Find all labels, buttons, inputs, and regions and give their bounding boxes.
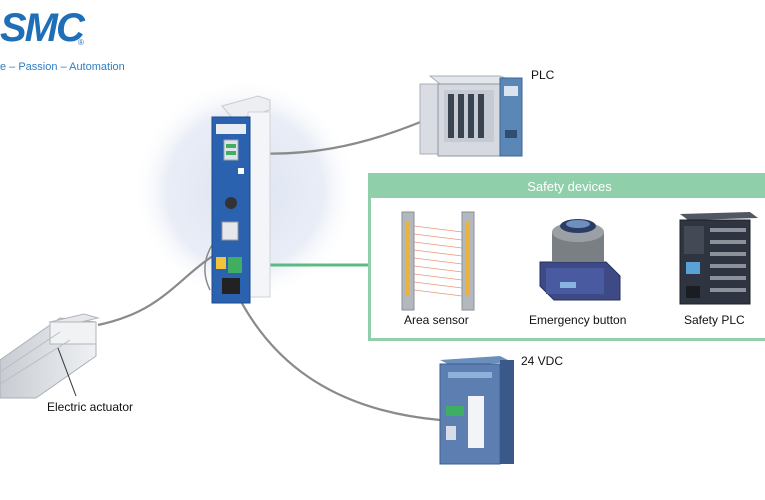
safety-plc-icon bbox=[679, 212, 758, 305]
power-cable bbox=[235, 291, 441, 422]
light-curtain-icon bbox=[401, 211, 475, 311]
area-sensor-label: Area sensor bbox=[404, 313, 469, 327]
controller-unit bbox=[211, 95, 271, 304]
plc-device bbox=[419, 75, 523, 157]
actuator-leader-line bbox=[57, 347, 77, 397]
plc-label: PLC bbox=[531, 68, 555, 82]
emergency-stop-icon bbox=[539, 219, 621, 301]
safety-plc-label: Safety PLC bbox=[684, 313, 745, 327]
registered-mark: ® bbox=[78, 38, 84, 47]
emergency-button-label: Emergency button bbox=[529, 313, 627, 327]
power-supply-label: 24 VDC bbox=[521, 354, 564, 368]
brand-tagline: e – Passion – Automation bbox=[0, 61, 125, 73]
safety-devices-header: Safety devices bbox=[371, 176, 765, 198]
electric-actuator-device bbox=[0, 313, 100, 399]
smc-logo: SMC bbox=[0, 6, 85, 50]
power-supply-device bbox=[439, 356, 514, 465]
electric-actuator-label: Electric actuator bbox=[47, 400, 134, 414]
